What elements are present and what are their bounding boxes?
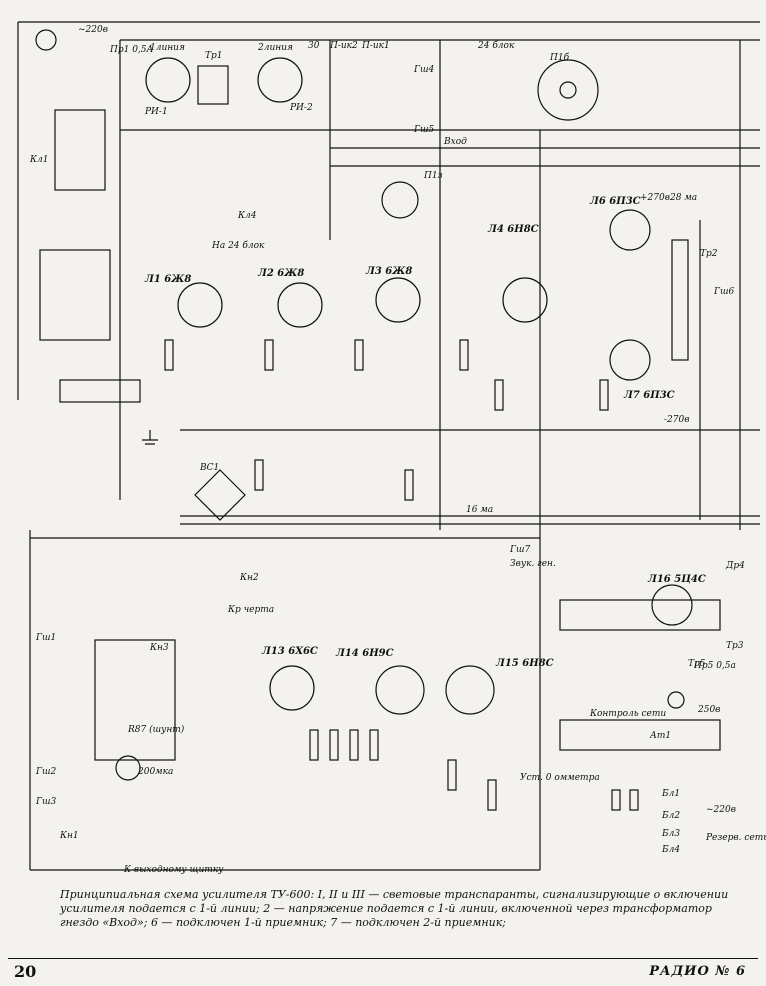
kn1-label: Кн1 xyxy=(59,831,79,841)
ma16-label: 16 ма xyxy=(466,505,493,515)
gsh1-label: Гш1 xyxy=(35,633,56,643)
kr-cherta-label: Кр черта xyxy=(227,605,274,615)
footer-rule xyxy=(8,958,758,959)
l15-label: Л15 6Н8С xyxy=(495,658,554,669)
gsh3-label: Гш3 xyxy=(35,797,56,807)
caption-line-3: гнездо «Вход»; 6 — подключен 1-й приемни… xyxy=(60,916,506,929)
pr5-label: Пр5 0,5а xyxy=(693,661,736,671)
pik1-label: П-ик1 xyxy=(361,41,390,51)
ri2-label: РИ-2 xyxy=(289,103,313,113)
caption-line-1: Принципиальная схема усилителя ТУ-600: I… xyxy=(60,888,729,901)
kn2-label: Кн2 xyxy=(239,573,259,583)
l4-label: Л4 6Н8С xyxy=(487,224,539,235)
gsh5-label: Гш5 xyxy=(413,125,434,135)
l7-label: Л7 6П3С xyxy=(623,390,675,401)
page-number: 20 xyxy=(14,962,37,981)
p16-label: П1б xyxy=(549,52,570,63)
minus270-label: -270в xyxy=(664,415,689,425)
p13-label: П1з xyxy=(423,171,443,181)
zvuk-gen-label: Звук. ген. xyxy=(510,559,556,569)
gsh6-label: Гш6 xyxy=(713,287,734,297)
at1-label: Ат1 xyxy=(649,731,671,741)
ma28-label: 28 ма xyxy=(669,193,697,203)
v220b-label: ~220в xyxy=(706,805,736,815)
kl4-label: Кл4 xyxy=(237,211,257,221)
dr4-label: Др4 xyxy=(725,561,745,571)
tr2-label: Тр2 xyxy=(700,249,718,259)
vhod-label: Вход xyxy=(443,137,467,147)
tr3-label: Тр3 xyxy=(726,641,744,651)
ri1-label: РИ-1 xyxy=(144,107,168,117)
v30-label: 30 xyxy=(308,41,320,51)
kn3-label: Кн3 xyxy=(149,643,169,653)
bl3-label: Бл3 xyxy=(661,829,680,839)
r87-label: R87 (шунт) xyxy=(127,724,185,735)
l1-label: Л1 6Ж8 xyxy=(144,274,191,285)
l13-label: Л13 6Х6С xyxy=(261,646,318,657)
to-panel-label: К выходному щитку xyxy=(123,865,224,875)
v24blok-label: 24 блок xyxy=(477,40,515,51)
plus270-label: +270в xyxy=(640,193,670,203)
fuse1-label: Пр1 0,5А xyxy=(109,45,154,55)
line1-label: 1линия xyxy=(150,43,185,53)
l16-label: Л16 5Ц4С xyxy=(647,574,706,585)
gsh2-label: Гш2 xyxy=(35,767,56,777)
bl2-label: Бл2 xyxy=(661,811,680,821)
figure-caption: Принципиальная схема усилителя ТУ-600: I… xyxy=(60,888,740,930)
gsh7-label: Гш7 xyxy=(509,545,530,555)
bc1-label: ВС1 xyxy=(199,463,219,473)
mains-voltage-label: ~220в xyxy=(78,25,108,35)
magazine-name: РАДИО № 6 xyxy=(649,964,746,979)
ust0-label: Уст. 0 омметра xyxy=(520,773,600,783)
amplifier-schematic: ~220в Пр1 0,5А 1линия 2линия Тр1 РИ-1 РИ… xyxy=(17,21,766,875)
ma200-label: 200мка xyxy=(137,767,173,777)
l6-label: Л6 6П3С xyxy=(589,196,641,207)
reserve-label: Резерв. сеть xyxy=(705,833,766,843)
bl1-label: Бл1 xyxy=(661,789,680,799)
v250-label: 250в xyxy=(697,705,720,715)
l14-label: Л14 6Н9С xyxy=(335,648,394,659)
control-seti-label: Контроль сети xyxy=(589,709,666,719)
pik2-label: П-ик2 xyxy=(329,41,358,51)
kl1-label: Кл1 xyxy=(29,155,48,165)
l2-label: Л2 6Ж8 xyxy=(257,268,304,279)
tr5-label: Тр5 xyxy=(688,659,706,669)
bl4-label: Бл4 xyxy=(661,845,680,855)
na24-label: На 24 блок xyxy=(211,240,265,251)
caption-line-2: усилителя подается с 1-й линии; 2 — напр… xyxy=(60,902,712,915)
l3-label: Л3 6Ж8 xyxy=(365,266,412,277)
gsh4-label: Гш4 xyxy=(413,65,434,75)
tr1-label: Тр1 xyxy=(205,51,223,61)
line2-label: 2линия xyxy=(257,43,293,53)
